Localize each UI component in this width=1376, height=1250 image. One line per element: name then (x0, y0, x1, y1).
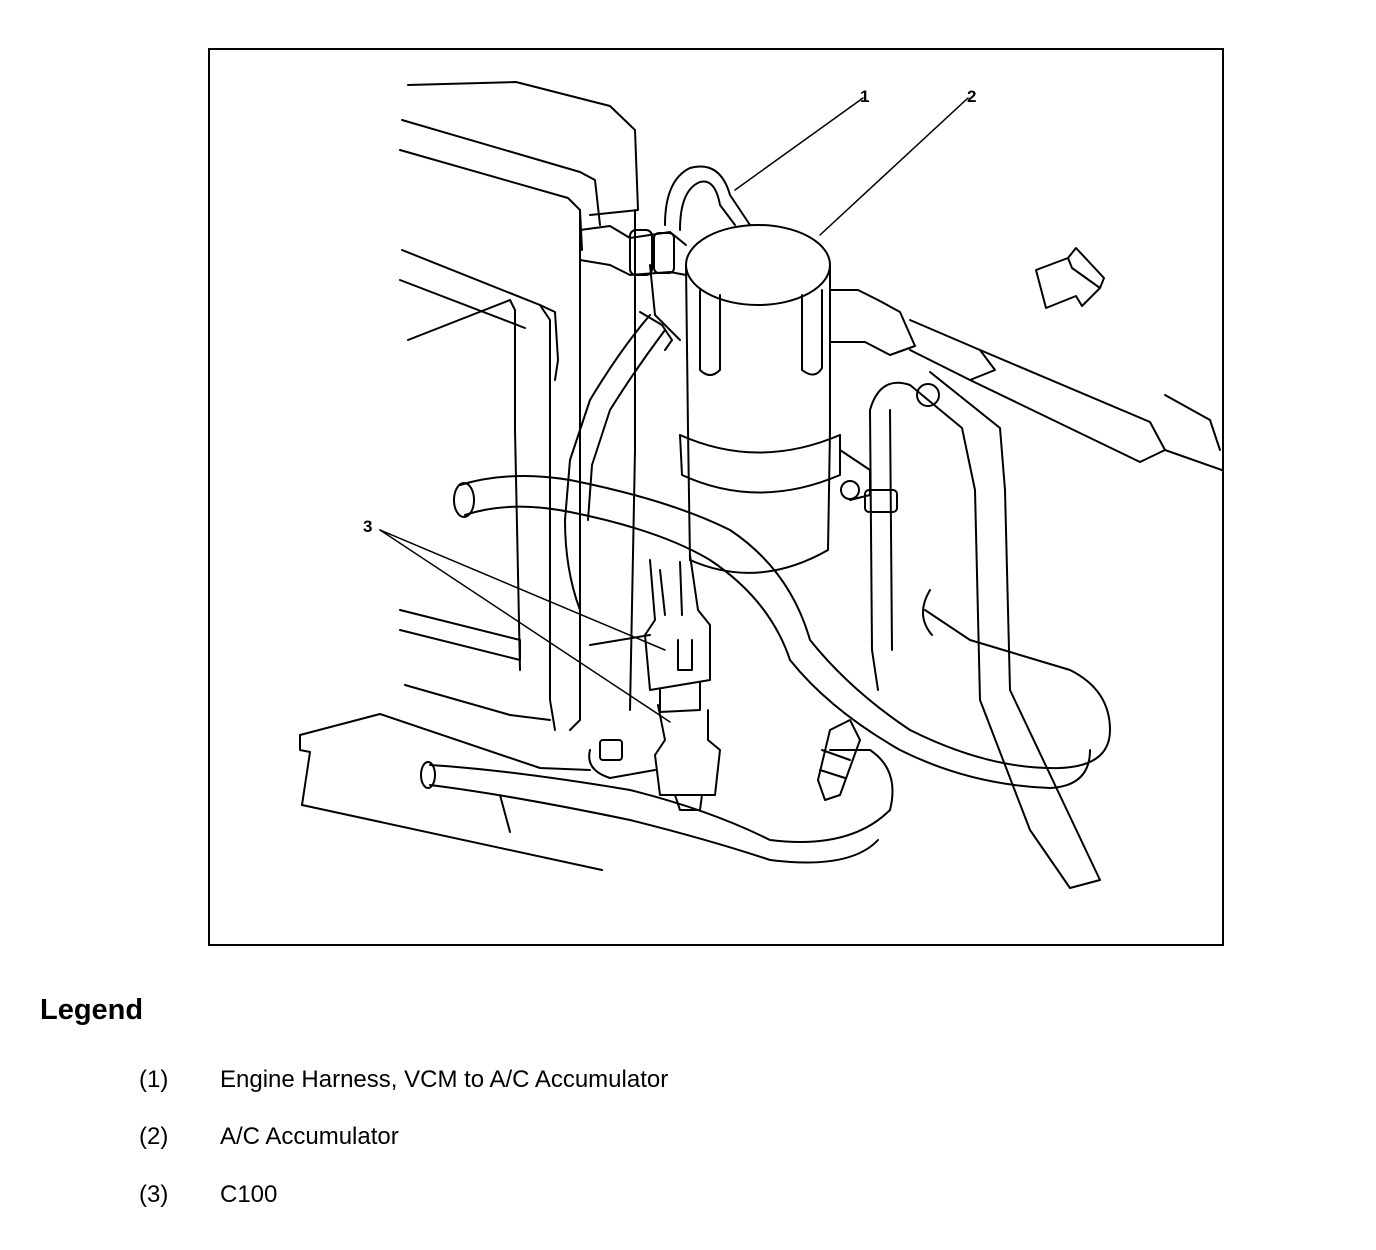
engine-harness (420, 165, 1111, 864)
callout-3-leader-upper (379, 529, 666, 651)
callout-3-label: 3 (363, 517, 373, 536)
callout-leaders (379, 97, 969, 723)
callout-3-leader-lower (379, 529, 671, 723)
callout-1-label: 1 (860, 87, 870, 106)
legend-item-text: Engine Harness, VCM to A/C Accumulator (220, 1066, 669, 1093)
radiator-frame (299, 81, 639, 871)
accumulator-illustration (299, 81, 1222, 889)
legend-item: (1) Engine Harness, VCM to A/C Accumulat… (0, 1066, 1376, 1100)
refrigerant-lines (579, 225, 1222, 889)
front-direction-arrow-icon (1035, 247, 1105, 309)
legend-title: Legend (40, 994, 144, 1026)
callout-2-leader (819, 97, 969, 236)
legend-item: (3) C100 (0, 1181, 1376, 1215)
legend-item-text: A/C Accumulator (220, 1123, 399, 1150)
c100-connector (588, 554, 721, 811)
callout-1-leader (734, 97, 864, 191)
callout-2-label: 2 (967, 87, 977, 106)
legend-item-number: (2) (139, 1123, 169, 1150)
legend-item-text: C100 (220, 1181, 278, 1208)
accumulator-canister (679, 224, 871, 574)
legend-item-number: (1) (139, 1066, 169, 1093)
legend-item-number: (3) (139, 1181, 169, 1208)
legend-item: (2) A/C Accumulator (0, 1123, 1376, 1157)
diagram-figure: 1 2 3 (208, 48, 1224, 946)
harness-clamp (817, 719, 861, 801)
